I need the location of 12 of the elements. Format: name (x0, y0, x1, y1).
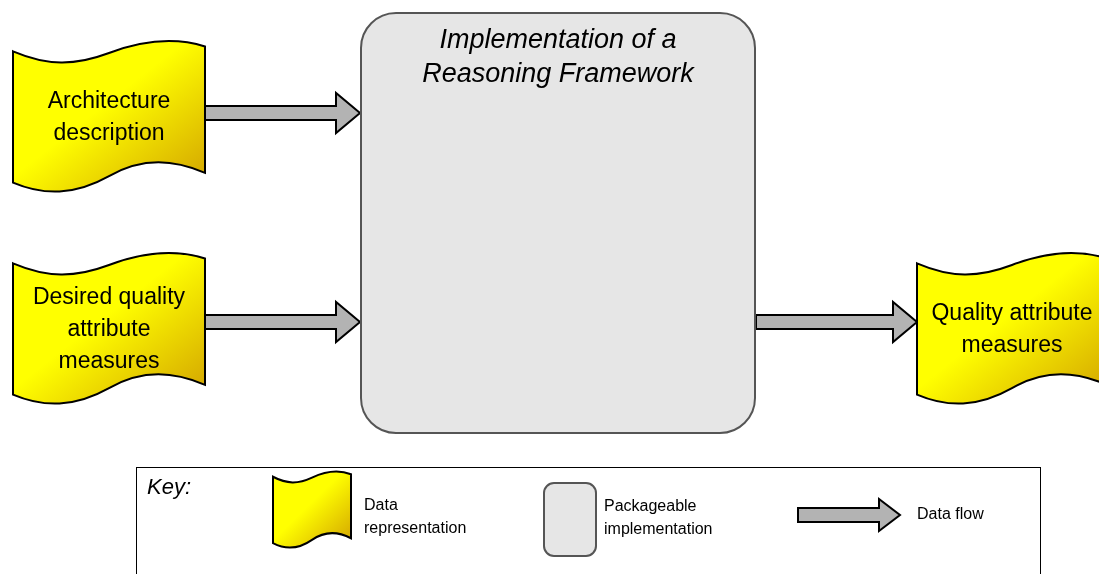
block-arrow (755, 299, 919, 345)
framework-panel (360, 12, 756, 434)
document-label: Architecture description (46, 86, 172, 147)
block-arrow (204, 299, 362, 345)
legend-label: Packageable implementation (604, 496, 714, 539)
panel-title: Implementation of a Reasoning Framework (421, 23, 696, 90)
key-heading: Key: (147, 474, 192, 500)
legend-label: Data flow (917, 504, 985, 524)
document-label: Desired quality attribute measures (31, 282, 187, 375)
block-arrow (204, 90, 362, 136)
document-label: Quality attribute measures (930, 298, 1094, 359)
legend-label: Data representation (364, 495, 468, 538)
